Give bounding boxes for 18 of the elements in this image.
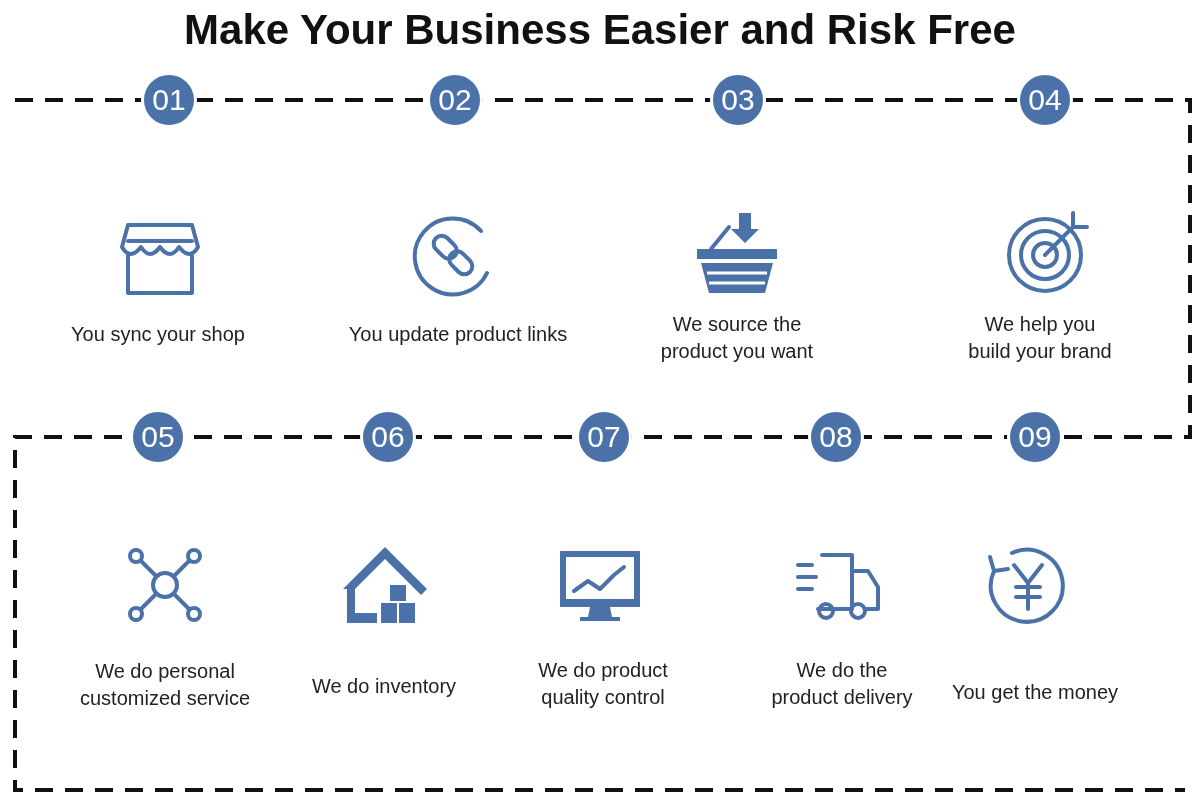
step-number-badge: 08 xyxy=(808,409,864,465)
step-caption: We help you build your brand xyxy=(967,312,1113,364)
step-caption: We source the product you want xyxy=(659,312,815,364)
step-number-badge: 09 xyxy=(1007,409,1063,465)
step-caption: We do product quality control xyxy=(537,658,669,710)
step-caption: We do the product delivery xyxy=(770,658,914,710)
step-caption: We do inventory xyxy=(310,674,458,699)
step-number-badge: 01 xyxy=(141,72,197,128)
step-number-badge: 03 xyxy=(710,72,766,128)
step-caption: We do personal customized service xyxy=(78,659,252,711)
step-caption: You update product links xyxy=(347,322,569,347)
step-number-badge: 07 xyxy=(576,409,632,465)
title: Make Your Business Easier and Risk Free xyxy=(184,6,1016,54)
step-number-badge: 06 xyxy=(360,409,416,465)
step-number-badge: 04 xyxy=(1017,72,1073,128)
step-number-badge: 02 xyxy=(427,72,483,128)
step-number-badge: 05 xyxy=(130,409,186,465)
step-caption: You sync your shop xyxy=(70,322,246,347)
